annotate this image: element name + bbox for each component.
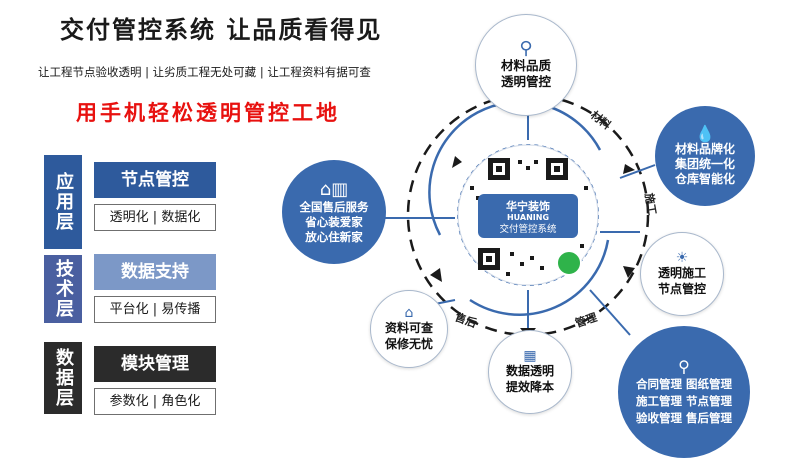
node-brand-line2: 集团统一化	[674, 156, 735, 171]
page-title: 交付管控系统 让品质看得见	[60, 16, 383, 44]
node-material-line2: 透明管控	[500, 74, 551, 89]
node-brand-line1: 材料品牌化	[674, 141, 735, 156]
layer-sub-data: 参数化 | 角色化	[94, 388, 216, 415]
layer-head-data: 模块管理	[94, 346, 216, 382]
search-icon: ⚲	[678, 356, 690, 376]
layer-tag-data: 数据层	[44, 342, 82, 414]
node-data-line2: 提效降本	[505, 380, 554, 394]
city-buildings-icon: ⌂▥	[319, 178, 349, 200]
brand-line-1: 华宁装饰	[506, 200, 550, 213]
inner-arc-blue	[428, 100, 602, 236]
layer-tag-application: 应用层	[44, 155, 82, 249]
layer-head-technology: 数据支持	[94, 254, 216, 290]
node-construction-line2: 节点管控	[657, 282, 706, 296]
node-material-line1: 材料品质	[500, 58, 551, 73]
node-data-transparency: ▦ 数据透明 提效降本	[488, 330, 572, 414]
building-icon: ▦	[523, 348, 537, 364]
brand-name: 华宁装饰 HUANING	[478, 200, 578, 222]
node-service-line2: 省心装爱家	[305, 214, 363, 229]
node-service: ⌂▥ 全国售后服务 省心装爱家 放心住新家	[282, 160, 386, 264]
node-modules: ⚲ 合同管理 图纸管理 施工管理 节点管理 验收管理 售后管理	[618, 326, 750, 458]
layer-head-application: 节点管控	[94, 162, 216, 198]
qr-code-icon	[470, 158, 588, 276]
node-service-line1: 全国售后服务	[299, 199, 369, 214]
qr-center-badge: 华宁装饰 HUANING 交付管控系统	[478, 194, 578, 238]
mini-program-icon	[556, 250, 582, 276]
node-records: ⌂ 资料可查 保修无忧	[370, 290, 448, 368]
node-service-line3: 放心住新家	[305, 229, 363, 244]
brand-line-2: HUANING	[506, 213, 550, 222]
water-drop-icon: 💧	[695, 123, 715, 143]
node-construction-line1: 透明施工	[657, 266, 706, 280]
home-icon: ⌂	[404, 305, 414, 321]
layer-sub-technology: 平台化 | 易传播	[94, 296, 216, 323]
arrow-icon	[623, 266, 635, 278]
inner-arc-blue-2	[469, 239, 610, 316]
node-records-line1: 资料可查	[384, 321, 433, 335]
node-material-quality: ⚲ 材料品质 透明管控	[475, 14, 577, 116]
node-data-line1: 数据透明	[505, 364, 554, 378]
node-brand-line3: 仓库智能化	[674, 171, 735, 186]
arrow-icon	[623, 164, 635, 174]
slogan: 用手机轻松透明管控工地	[76, 101, 340, 125]
wind-turbine-icon: ⚲	[519, 38, 533, 59]
layer-sub-application: 透明化 | 数据化	[94, 204, 216, 231]
arrow-icon	[430, 268, 442, 282]
system-name: 交付管控系统	[499, 224, 557, 235]
node-records-line2: 保修无忧	[384, 337, 433, 351]
node-brand: 💧 材料品牌化 集团统一化 仓库智能化	[655, 106, 755, 206]
connector-modules	[589, 289, 631, 336]
node-modules-line3: 验收管理 售后管理	[635, 410, 732, 425]
connector-brand	[619, 164, 656, 179]
node-construction: ☀ 透明施工 节点管控	[640, 232, 724, 316]
arrow-icon	[452, 156, 462, 168]
lightbulb-icon: ☀	[675, 250, 689, 266]
node-modules-line1: 合同管理 图纸管理	[635, 376, 732, 391]
node-modules-line2: 施工管理 节点管理	[635, 393, 732, 408]
layer-tag-technology: 技术层	[44, 255, 82, 323]
page-subtitle: 让工程节点验收透明 | 让劣质工程无处可藏 | 让工程资料有据可查	[38, 65, 371, 79]
